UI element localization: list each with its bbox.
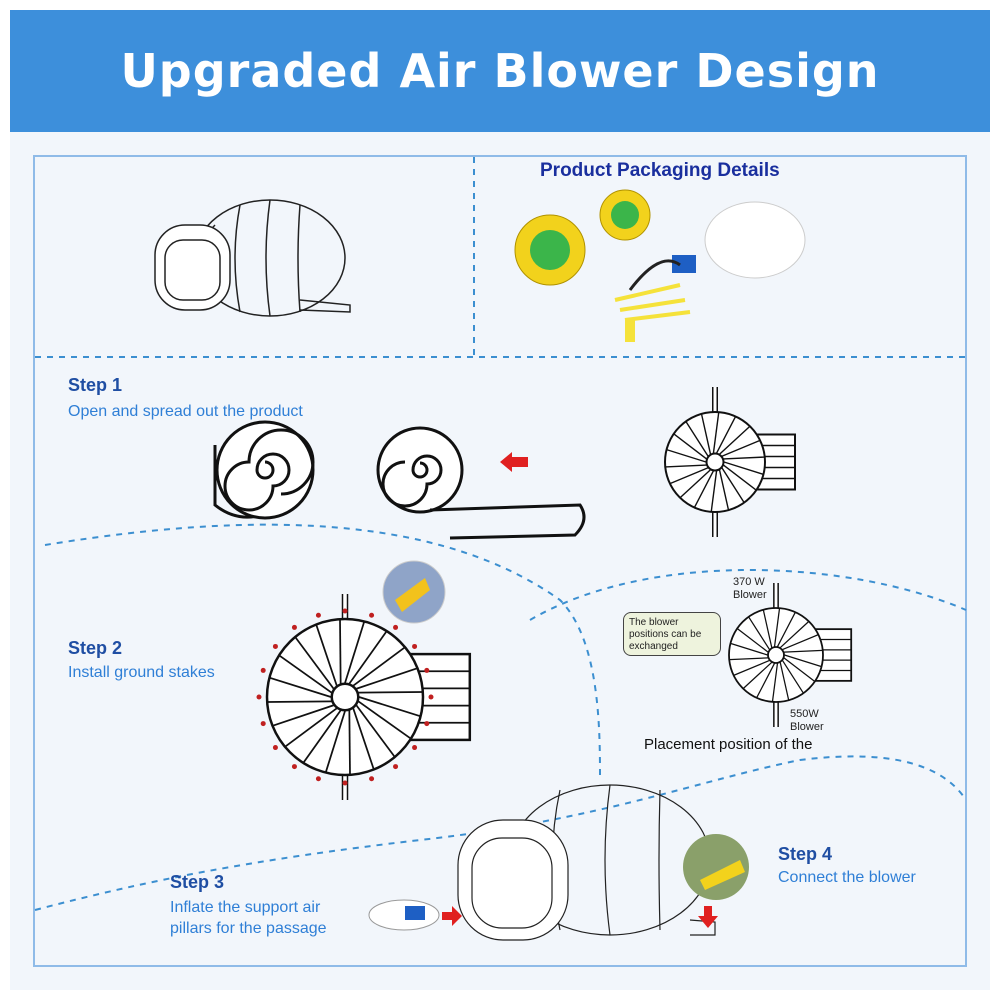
step-2-label: Step 2 [68,638,123,658]
bottom-blower-label: 550W Blower [790,708,824,733]
arrow-down-icon [698,906,718,928]
inflated-tent-drawing [457,784,716,941]
packaging-photo [514,189,806,342]
header-banner: Upgraded Air Blower Design [10,10,990,132]
content-frame [33,155,967,967]
rolled-tent-drawings [213,420,586,540]
step-2-description: Install ground stakes [68,664,215,681]
top-blower-label: 370 W Blower [733,576,767,601]
curve-divider-3 [34,755,967,911]
step-1-label: Step 1 [68,375,123,395]
arrow-left-icon [500,452,528,472]
packaging-title: Product Packaging Details [540,160,780,181]
tent-top-view [664,387,796,537]
step-3-label: Step 3 [170,872,225,892]
bubble-tent-icon [154,199,351,317]
tent-top-view [728,583,853,727]
step-3-description: Inflate the support air pillars for the … [170,899,327,937]
tent-top-view [256,594,472,800]
step-4-description: Connect the blower [778,869,916,886]
section-dividers [34,157,967,911]
placement-caption: Placement position of the [644,736,813,753]
blower-note: The blower positions can be exchanged [623,612,721,656]
step-4-label: Step 4 [778,844,833,864]
page-title: Upgraded Air Blower Design [120,44,880,98]
photo-thumbnails [368,560,749,931]
arrow-right-icon [442,906,462,926]
step-1-description: Open and spread out the product [68,403,303,420]
